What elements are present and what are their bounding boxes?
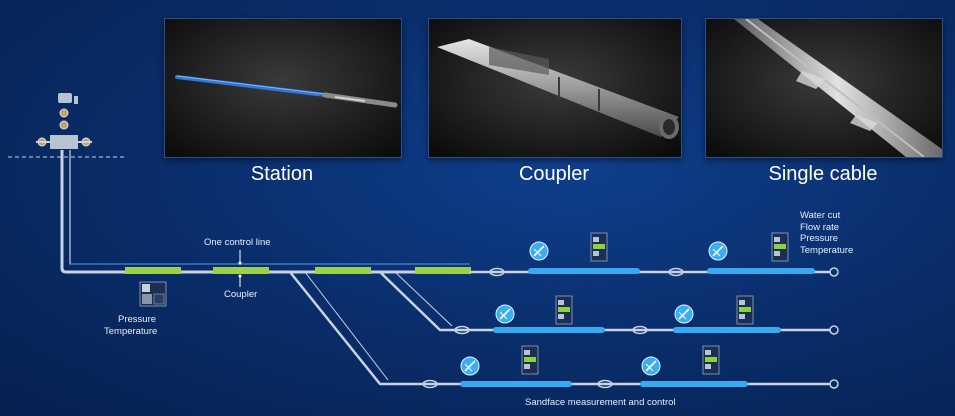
station-photo <box>164 18 402 158</box>
main-well-pipe <box>60 150 470 274</box>
packer <box>597 379 613 389</box>
packer <box>454 325 470 335</box>
gauge-icon <box>590 232 608 262</box>
branch-end <box>829 379 839 389</box>
sensor-bar <box>640 381 748 387</box>
measurement-pressure: Pressure <box>800 233 839 244</box>
sandface-label: Sandface measurement and control <box>525 397 676 408</box>
coupler-caption: Coupler <box>518 163 590 185</box>
branch-control-line <box>304 271 389 381</box>
sensor-bar <box>528 268 640 274</box>
packer <box>632 325 648 335</box>
wellhead-icon <box>36 93 92 149</box>
coupler-segment <box>415 267 471 274</box>
coupler-label: Coupler <box>224 289 258 300</box>
sensor-bar <box>707 268 815 274</box>
valve-icon <box>495 304 515 324</box>
control-line-pointer-dot <box>238 261 242 265</box>
single-cable-photo <box>705 18 943 158</box>
branch-end <box>829 267 839 277</box>
gauge-icon <box>702 345 720 375</box>
valve-icon <box>529 241 549 261</box>
single-cable-image <box>706 19 942 157</box>
gauge-icon <box>555 295 573 325</box>
measurement-water-cut: Water cut <box>800 210 841 221</box>
coupler-segment <box>125 267 181 274</box>
coupler-image <box>429 19 681 157</box>
gauge-icon <box>771 232 789 262</box>
sensor-bar <box>673 327 781 333</box>
packer <box>489 267 505 277</box>
branch-end <box>829 325 839 335</box>
gauge-icon <box>521 345 539 375</box>
measurement-flow-rate: Flow rate <box>800 221 840 233</box>
measurement-list: Water cut Flow rate Pressure Temperature <box>800 210 853 256</box>
packer <box>422 379 438 389</box>
station-caption: Station <box>250 163 314 185</box>
sensor-bar <box>460 381 572 387</box>
valve-icon <box>460 356 480 376</box>
valve-icon <box>708 241 728 261</box>
measurement-temperature: Temperature <box>800 244 854 256</box>
valve-icon <box>641 356 661 376</box>
gauge-icon <box>736 295 754 325</box>
surface-gauge-icon <box>139 281 167 307</box>
coupler-photo <box>428 18 682 158</box>
single-cable-caption: Single cable <box>768 163 878 185</box>
coupler-segment <box>213 267 269 274</box>
coupler-segment <box>315 267 371 274</box>
valve-icon <box>674 304 694 324</box>
branch-control-line <box>394 271 453 327</box>
sensor-bar <box>493 327 605 333</box>
one-control-line-label: One control line <box>204 237 271 248</box>
surface-pressure-label: Pressure <box>118 314 157 325</box>
coupler-pointer-dot <box>238 274 242 278</box>
packer <box>668 267 684 277</box>
station-image <box>165 19 401 157</box>
surface-temperature-label: Temperature <box>104 326 158 337</box>
